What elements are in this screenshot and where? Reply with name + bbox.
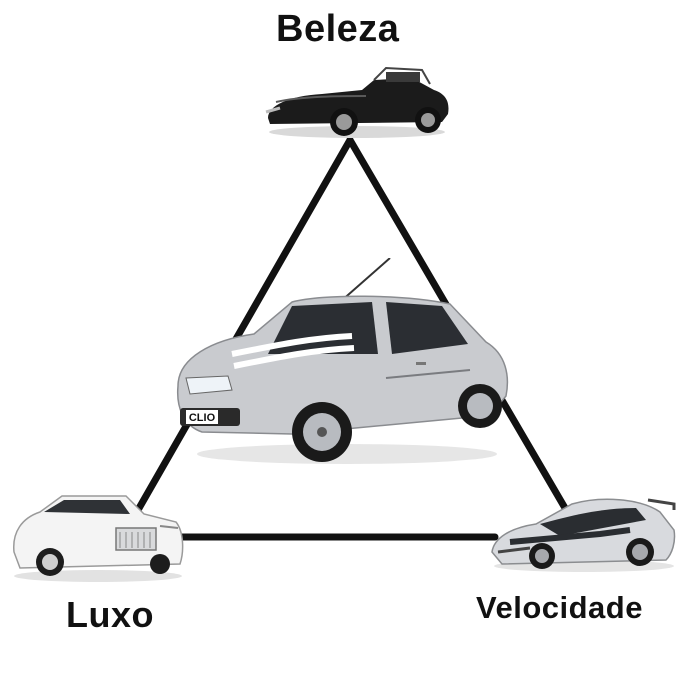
label-beleza: Beleza [276, 8, 400, 50]
label-velocidade: Velocidade [476, 590, 643, 625]
car-beauty-image [265, 66, 449, 138]
triangle-edge-left [134, 136, 354, 514]
label-luxo: Luxo [66, 594, 154, 635]
license-plate [186, 410, 218, 424]
car-speed-image [491, 498, 676, 572]
car-center-image: CLIO [176, 258, 509, 464]
car-luxury-image [13, 495, 184, 582]
car-badge-text: CLIO [189, 412, 216, 424]
